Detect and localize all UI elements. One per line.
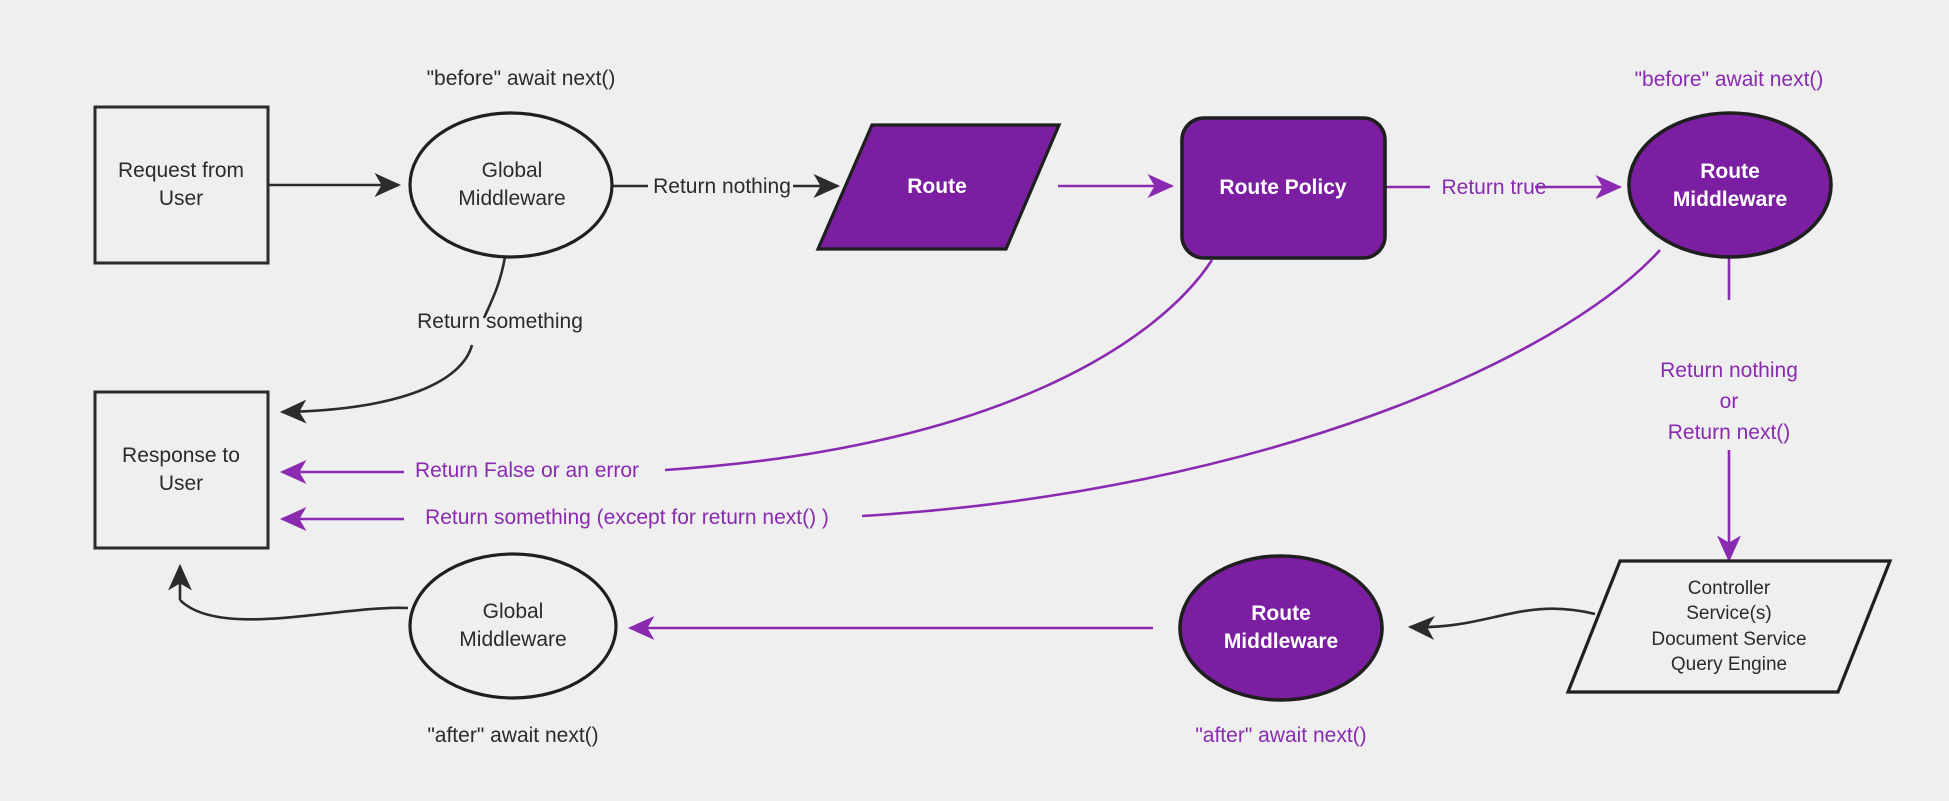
node-request-from-user[interactable] <box>93 105 270 265</box>
edge-label-return-nothing: Return nothing <box>653 175 791 199</box>
node-route-middleware-top[interactable] <box>1627 111 1833 259</box>
node-route[interactable] <box>815 123 1062 251</box>
node-global-middleware-top[interactable] <box>408 111 614 259</box>
edge-global-middleware-return-something <box>279 256 507 424</box>
edge-route-policy-return-false <box>279 259 1214 484</box>
node-controller-stack[interactable] <box>1565 559 1893 694</box>
node-response-to-user[interactable] <box>93 390 270 550</box>
node-route-middleware-bottom[interactable] <box>1178 554 1384 702</box>
edge-route-middleware-return-something-except <box>279 249 1661 531</box>
annotation-before-await-next-route: "before" await next() <box>1634 68 1824 92</box>
edge-label-return-something-except: Return something (except for return next… <box>425 506 829 530</box>
node-global-middleware-bottom[interactable] <box>408 552 618 700</box>
annotation-before-await-next-global: "before" await next() <box>426 67 616 91</box>
edge-label-or: or <box>1719 390 1739 414</box>
edge-controller-to-route-middleware-bottom <box>1407 607 1596 640</box>
annotation-after-await-next-global: "after" await next() <box>427 724 599 748</box>
edge-label-return-nothing-branch: Return nothing <box>1660 359 1798 383</box>
edge-label-return-false-or-error: Return False or an error <box>414 459 640 483</box>
edge-global-bottom-to-response <box>168 563 409 621</box>
edge-label-return-something: Return something <box>417 310 583 334</box>
edge-label-return-true: Return true <box>1441 176 1547 200</box>
edge-label-return-next: Return next() <box>1667 421 1791 445</box>
annotation-after-await-next-route: "after" await next() <box>1195 724 1367 748</box>
node-route-policy[interactable] <box>1180 116 1387 260</box>
